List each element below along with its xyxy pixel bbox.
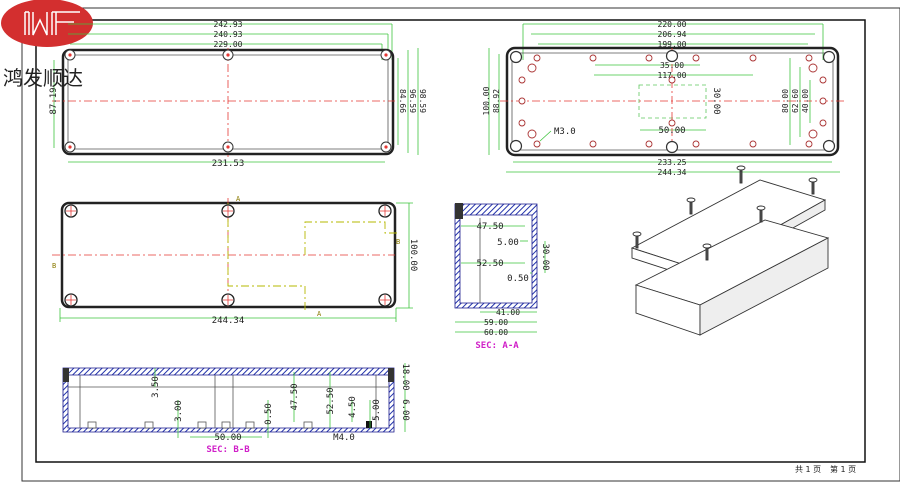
current-page: 第 1 页	[830, 464, 856, 474]
section-aa-title: SEC: A-A	[475, 341, 519, 351]
lid-bottom-2: 244.34	[658, 168, 687, 177]
lid-right-1: 80.00	[781, 89, 790, 113]
lid-rect-height: 30.00	[711, 87, 721, 114]
bb-dim-5-00: 5.00	[372, 399, 382, 421]
aa-dim-47-50: 47.50	[476, 222, 503, 232]
section-mark-b-right: B	[396, 238, 400, 246]
bb-dim-0-50: 0.50	[264, 403, 274, 425]
aa-bottom-60: 60.00	[484, 328, 508, 337]
base-width: 244.34	[212, 316, 245, 326]
lid-view: 220.00 206.94 199.00 35.00 117.00 30.00 …	[482, 20, 845, 177]
aa-dim-30-00: 30.00	[540, 243, 550, 270]
total-pages: 共 1 页	[795, 465, 821, 474]
bb-dim-6-00: 6.00	[400, 399, 410, 421]
bb-dim-4-50: 4.50	[348, 396, 358, 418]
aa-dim-52-50: 52.50	[476, 259, 503, 269]
brand-name: 鸿发顺达	[3, 66, 83, 90]
base-view: A A B B 244.34 100.00	[52, 195, 418, 326]
top-view: 242.93 240.93 229.00 231.53 87.19 84.66 …	[49, 20, 427, 169]
bb-dim-3-50: 3.50	[151, 376, 161, 398]
dim-right-2: 96.59	[408, 89, 417, 113]
page-indicator: 共 1 页 第 1 页	[795, 464, 856, 474]
section-bb-title: SEC: B-B	[206, 445, 250, 455]
section-mark-a-bottom: A	[317, 310, 322, 318]
lid-right-2: 62.60	[791, 89, 800, 113]
lid-holes	[518, 54, 827, 148]
bb-thread-label: M4.0	[333, 433, 355, 443]
dim-width-1: 242.93	[214, 20, 243, 29]
dim-width-3: 229.00	[214, 40, 243, 49]
dim-right-1: 84.66	[398, 89, 407, 113]
lid-width-3: 199.00	[658, 40, 687, 49]
bb-dim-18-00: 18.00	[400, 363, 410, 390]
lid-left-1: 100.00	[482, 86, 491, 115]
logo	[1, 0, 93, 47]
section-mark-b-left: B	[52, 262, 56, 270]
lid-hole-label: M3.0	[554, 127, 576, 137]
bb-dim-52-50: 52.50	[326, 387, 336, 414]
section-mark-a-top: A	[236, 195, 241, 203]
lid-width-1: 220.00	[658, 20, 687, 29]
aa-bottom-59: 59.00	[484, 318, 508, 327]
lid-right-3: 40.00	[801, 89, 810, 113]
dim-width-2: 240.93	[214, 30, 243, 39]
aa-dim-0-50: 0.50	[507, 274, 529, 284]
dim-right-3: 98.59	[418, 89, 427, 113]
dim-bottom: 231.53	[212, 159, 245, 169]
section-b-b: 3.50 3.00 0.50 47.50 52.50 4.50 5.00 18.…	[62, 363, 410, 455]
bb-dim-47-50: 47.50	[290, 383, 300, 410]
aa-dim-5-00: 5.00	[497, 238, 519, 248]
lid-width-2: 206.94	[658, 30, 687, 39]
bb-bottom-50: 50.00	[214, 433, 241, 443]
bb-dim-3-00: 3.00	[174, 400, 184, 422]
lid-inner-35: 35.00	[660, 61, 684, 70]
dim-left: 87.19	[49, 87, 59, 114]
lid-inner-117: 117.00	[658, 71, 687, 80]
lid-rect-width: 50.00	[658, 126, 685, 136]
drawing-frame	[21, 7, 900, 482]
section-a-a: 47.50 5.00 52.50 0.50 30.00 41.00 59.00 …	[454, 203, 550, 351]
isometric-exploded-view	[630, 165, 830, 336]
aa-bottom-41: 41.00	[496, 308, 520, 317]
lid-bottom-1: 233.25	[658, 158, 687, 167]
lid-left-2: 88.92	[492, 89, 501, 113]
base-height: 100.00	[408, 239, 418, 272]
